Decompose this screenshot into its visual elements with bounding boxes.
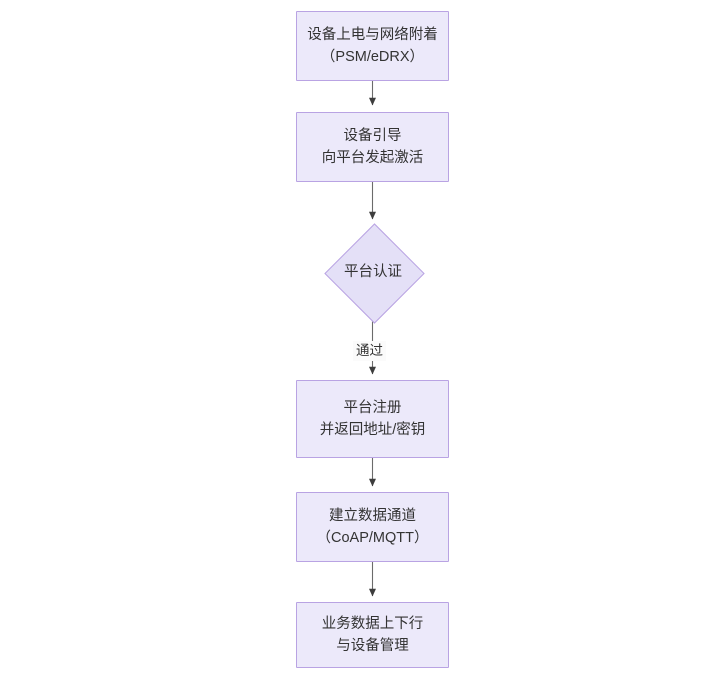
flow-node-business-data-line2: 与设备管理 [336, 638, 409, 654]
edge-label-pass: 通过 [353, 341, 386, 361]
flow-node-device-power-on-line2: （PSM/eDRX） [320, 49, 425, 65]
flow-node-platform-auth-decision[interactable]: 平台认证 [323, 223, 425, 324]
flow-node-device-power-on-line1: 设备上电与网络附着 [307, 26, 438, 43]
flow-node-business-data-line1: 业务数据上下行 [321, 615, 424, 632]
flow-node-device-bootstrap-line2: 向平台发起激活 [321, 150, 424, 166]
flow-node-data-channel-line2: （CoAP/MQTT） [316, 530, 429, 546]
flow-node-business-data[interactable]: 业务数据上下行 与设备管理 [296, 602, 449, 668]
flow-node-data-channel-line1: 建立数据通道 [329, 507, 416, 524]
flow-node-platform-register-line2: 并返回地址/密钥 [319, 422, 426, 438]
flow-node-platform-register-line1: 平台注册 [343, 399, 402, 416]
flow-node-data-channel[interactable]: 建立数据通道 （CoAP/MQTT） [296, 492, 449, 562]
flow-node-platform-register[interactable]: 平台注册 并返回地址/密钥 [296, 380, 449, 458]
edge-label-pass-text: 通过 [356, 343, 383, 358]
flow-node-device-power-on[interactable]: 设备上电与网络附着 （PSM/eDRX） [296, 11, 449, 81]
flow-node-platform-auth-decision-label: 平台认证 [344, 264, 402, 281]
flow-node-device-bootstrap-line1: 设备引导 [343, 127, 402, 144]
flow-node-device-bootstrap[interactable]: 设备引导 向平台发起激活 [296, 112, 449, 182]
